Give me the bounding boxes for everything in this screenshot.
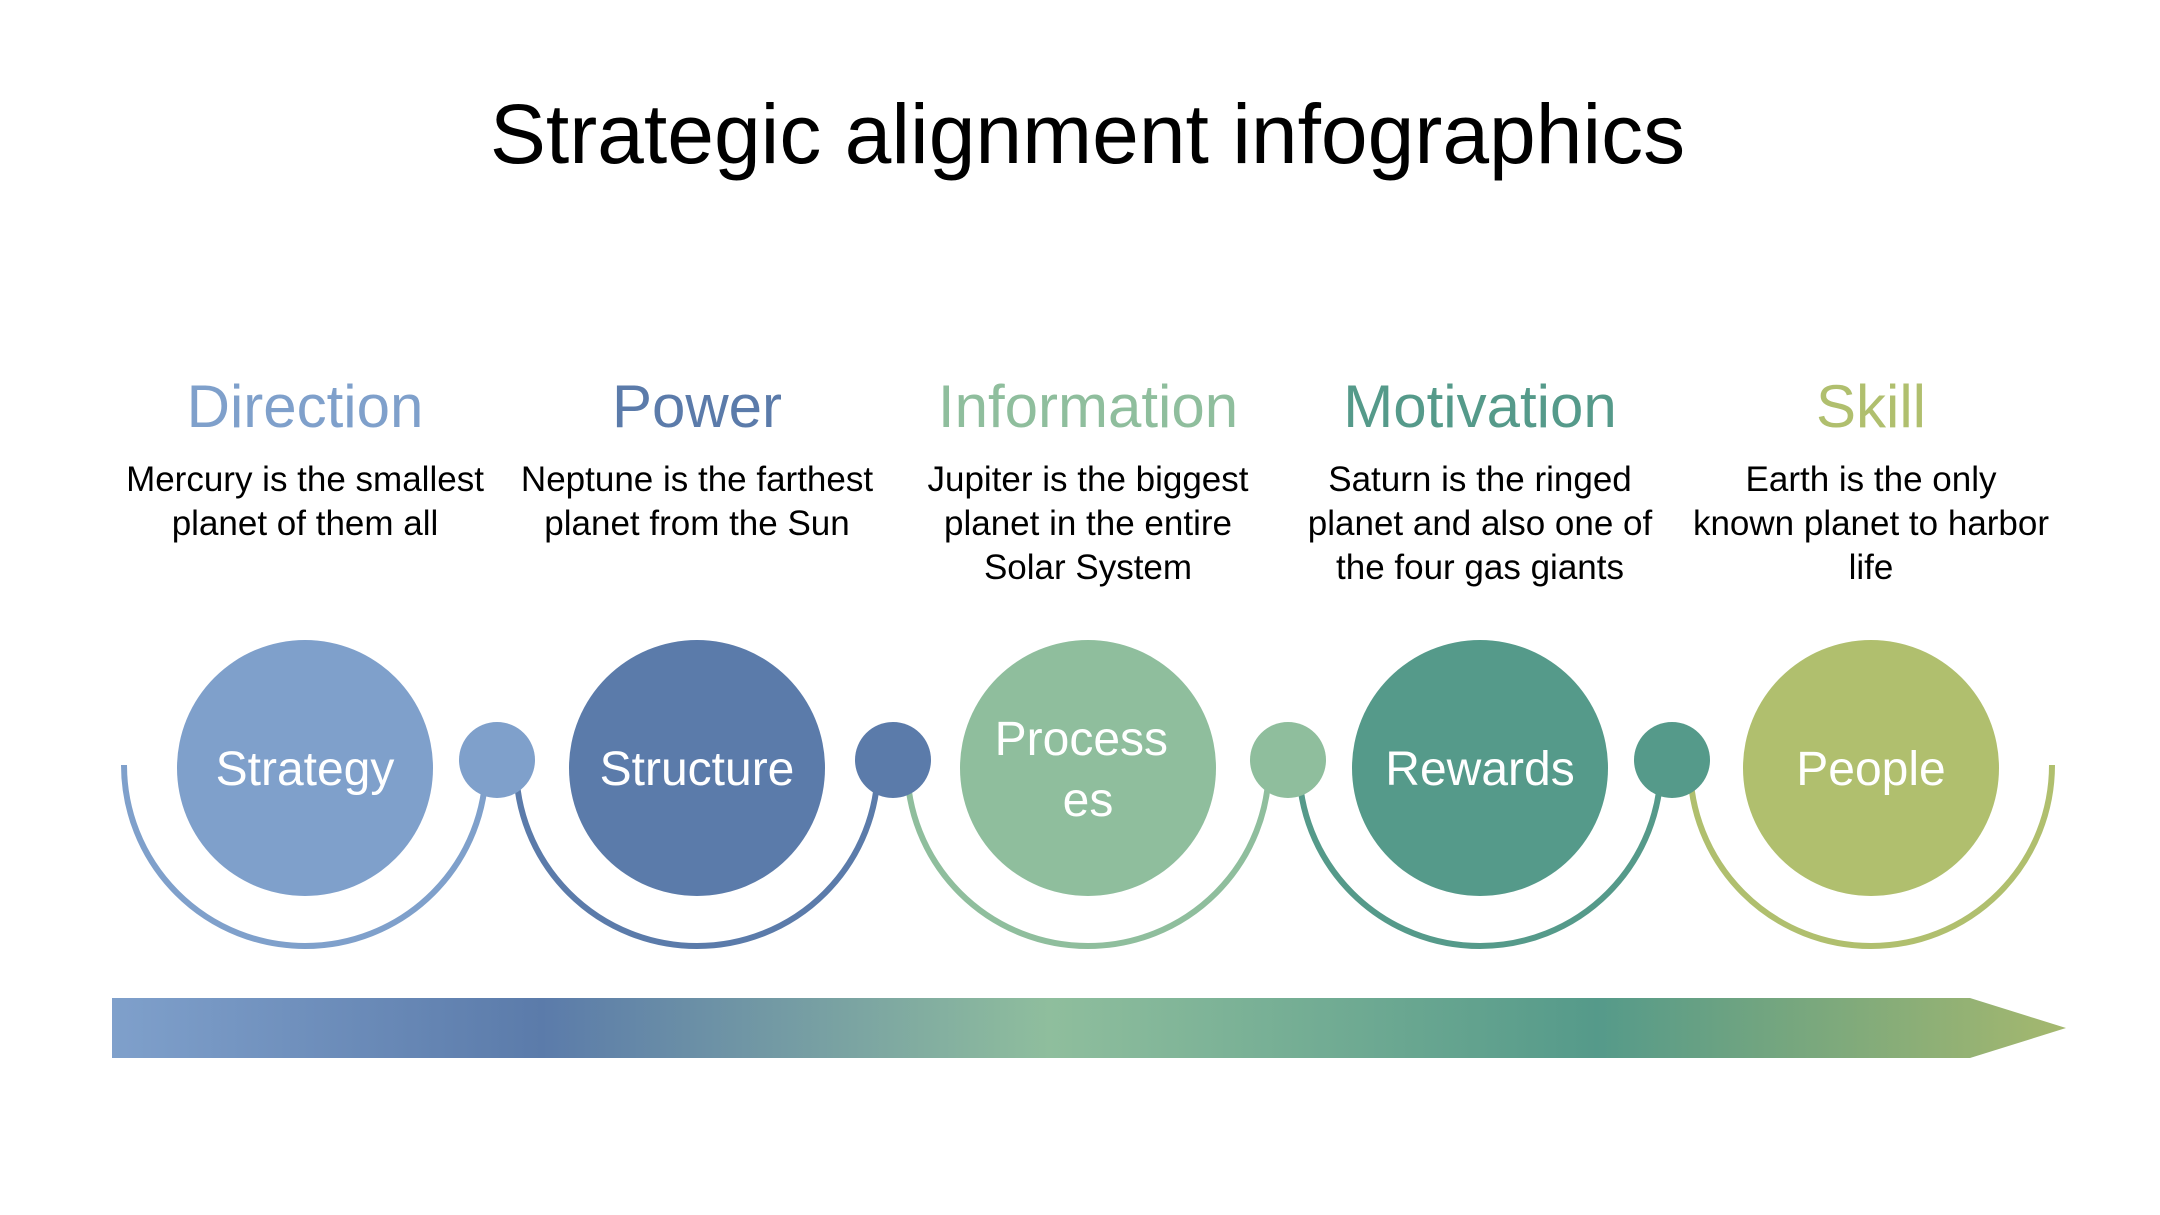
arc-direction bbox=[121, 764, 489, 949]
step-description: Jupiter is the biggest planet in the ent… bbox=[927, 460, 1249, 587]
step-heading: Power bbox=[611, 373, 783, 440]
step-heading: Skill bbox=[1815, 373, 1926, 440]
step-description: Saturn is the ringed planet and also one… bbox=[1307, 460, 1653, 587]
circle-people bbox=[1743, 640, 1999, 896]
step-description: Neptune is the farthest planet from the … bbox=[520, 460, 874, 543]
circle-processes bbox=[960, 640, 1216, 896]
arc-motivation bbox=[1296, 764, 1664, 949]
circle-label-structure: Structure bbox=[600, 743, 795, 796]
circle-label-strategy: Strategy bbox=[216, 743, 395, 796]
circle-label-processes: Process es bbox=[995, 713, 1182, 827]
arc-skill bbox=[1687, 764, 2055, 949]
arc-power bbox=[513, 764, 881, 949]
step-description: Mercury is the smallest planet of them a… bbox=[126, 460, 484, 543]
connector-dot bbox=[855, 722, 931, 798]
connector-dot bbox=[1634, 722, 1710, 798]
step-heading: Motivation bbox=[1343, 373, 1617, 440]
circle-structure bbox=[569, 640, 825, 896]
arc-information bbox=[904, 764, 1272, 949]
page-title: Strategic alignment infographics bbox=[489, 87, 1686, 181]
circle-strategy bbox=[177, 640, 433, 896]
circle-rewards bbox=[1352, 640, 1608, 896]
step-heading: Information bbox=[937, 373, 1239, 440]
circle-label-rewards: Rewards bbox=[1385, 743, 1574, 796]
circle-label-people: People bbox=[1796, 743, 1945, 796]
progress-arrow bbox=[112, 998, 2066, 1058]
connector-dot bbox=[459, 722, 535, 798]
step-heading: Direction bbox=[186, 373, 424, 440]
step-description: Earth is the only known planet to harbor… bbox=[1692, 460, 2050, 587]
connector-dot bbox=[1250, 722, 1326, 798]
